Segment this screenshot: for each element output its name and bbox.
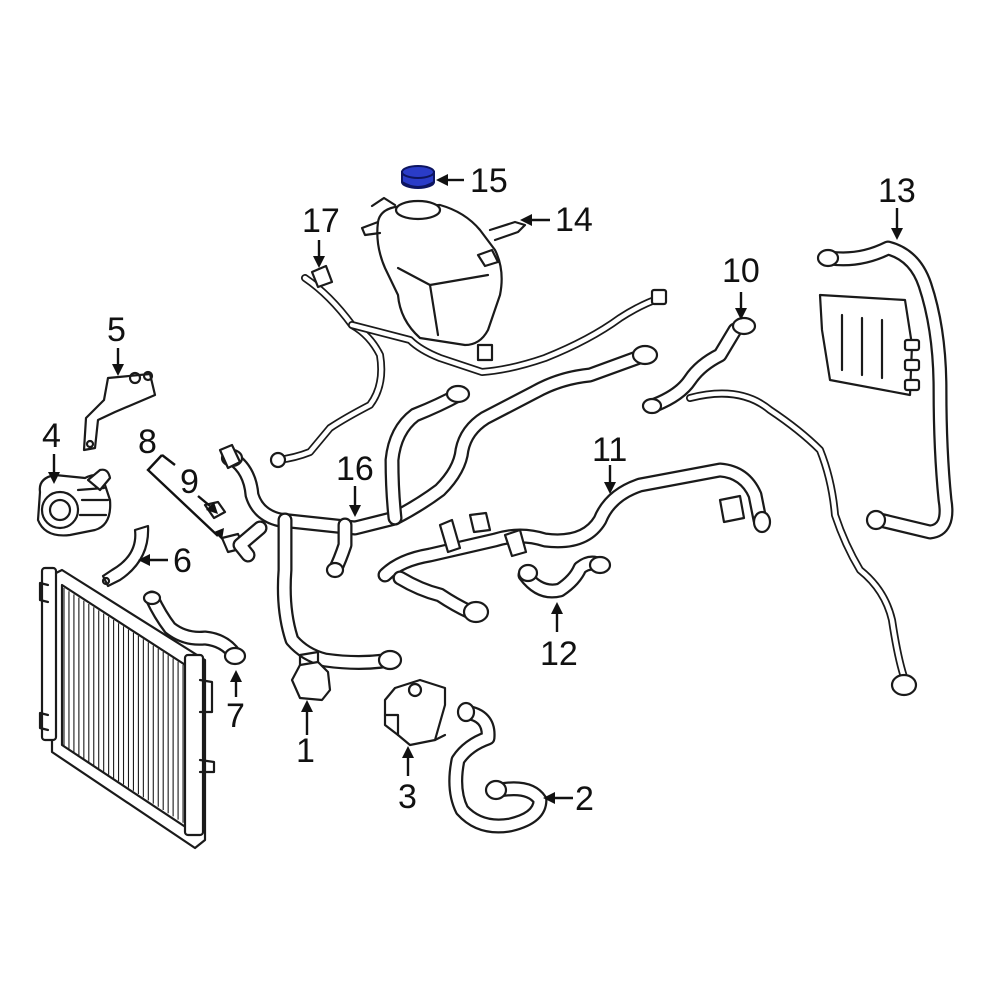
- callout-6: 6: [173, 542, 192, 580]
- callout-2: 2: [575, 780, 594, 818]
- part-13-hose-and-heater: [816, 240, 954, 540]
- callout-13: 13: [878, 172, 916, 210]
- part-7-hose: [142, 590, 247, 666]
- part-4-water-pump: [36, 468, 112, 537]
- callout-5: 5: [107, 311, 126, 349]
- callout-16: 16: [336, 450, 374, 488]
- callout-17: 17: [302, 202, 340, 240]
- part-10-hose: [641, 316, 757, 415]
- part-16-main-hose-harness: [218, 344, 659, 671]
- part-1-fitting: [290, 650, 332, 702]
- part-17-bleed-line: [269, 264, 668, 469]
- callout-15: 15: [470, 162, 508, 200]
- callout-7: 7: [226, 697, 245, 735]
- callout-10: 10: [722, 252, 760, 290]
- part-6-clamp: [101, 524, 150, 588]
- callout-12: 12: [540, 635, 578, 673]
- callout-leaders: [48, 174, 903, 804]
- radiator: [38, 566, 216, 850]
- part-11-hose: [377, 389, 918, 697]
- part-5-bracket: [82, 370, 157, 452]
- callout-1: 1: [296, 732, 315, 770]
- part-14-expansion-tank: [360, 196, 527, 362]
- callout-8: 8: [138, 423, 157, 461]
- callout-3: 3: [398, 778, 417, 816]
- part-2-hose: [448, 701, 548, 834]
- callout-numbers: 1 2 3 4 5 6 7 8 9 10 11 12 13 14 15 16 1…: [42, 162, 916, 818]
- part-15-tank-cap: [401, 165, 435, 189]
- callout-14: 14: [555, 201, 593, 239]
- callout-4: 4: [42, 417, 61, 455]
- callout-9: 9: [180, 463, 199, 501]
- part-3-valve: [383, 678, 447, 747]
- part-12-hose: [517, 555, 612, 599]
- callout-11: 11: [592, 431, 627, 469]
